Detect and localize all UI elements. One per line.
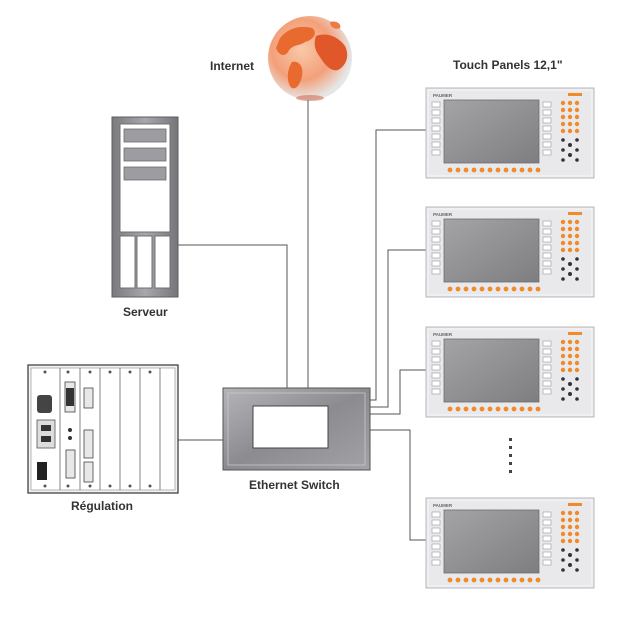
server-label: Serveur [123, 305, 168, 319]
link-switch-panel-3 [370, 369, 426, 415]
touch-panel-icon [425, 497, 595, 589]
server-icon [111, 116, 179, 298]
touch-panel-icon [425, 326, 595, 418]
connection-lines [178, 95, 426, 541]
switch-icon [222, 387, 371, 471]
regulation-label: Régulation [71, 499, 133, 513]
touch-panel-icon [425, 87, 595, 179]
globe-icon [268, 16, 352, 101]
rack-controller-icon [27, 364, 179, 494]
touch-panels-label: Touch Panels 12,1" [453, 58, 563, 72]
touch-panel-icon [425, 206, 595, 298]
internet-label: Internet [210, 59, 254, 73]
link-switch-panel-1 [370, 129, 426, 401]
ellipsis-dots [509, 438, 512, 473]
link-switch-panel-4 [370, 429, 426, 541]
link-switch-panel-2 [370, 249, 426, 408]
link-server-switch [178, 244, 288, 388]
switch-label: Ethernet Switch [249, 478, 340, 492]
